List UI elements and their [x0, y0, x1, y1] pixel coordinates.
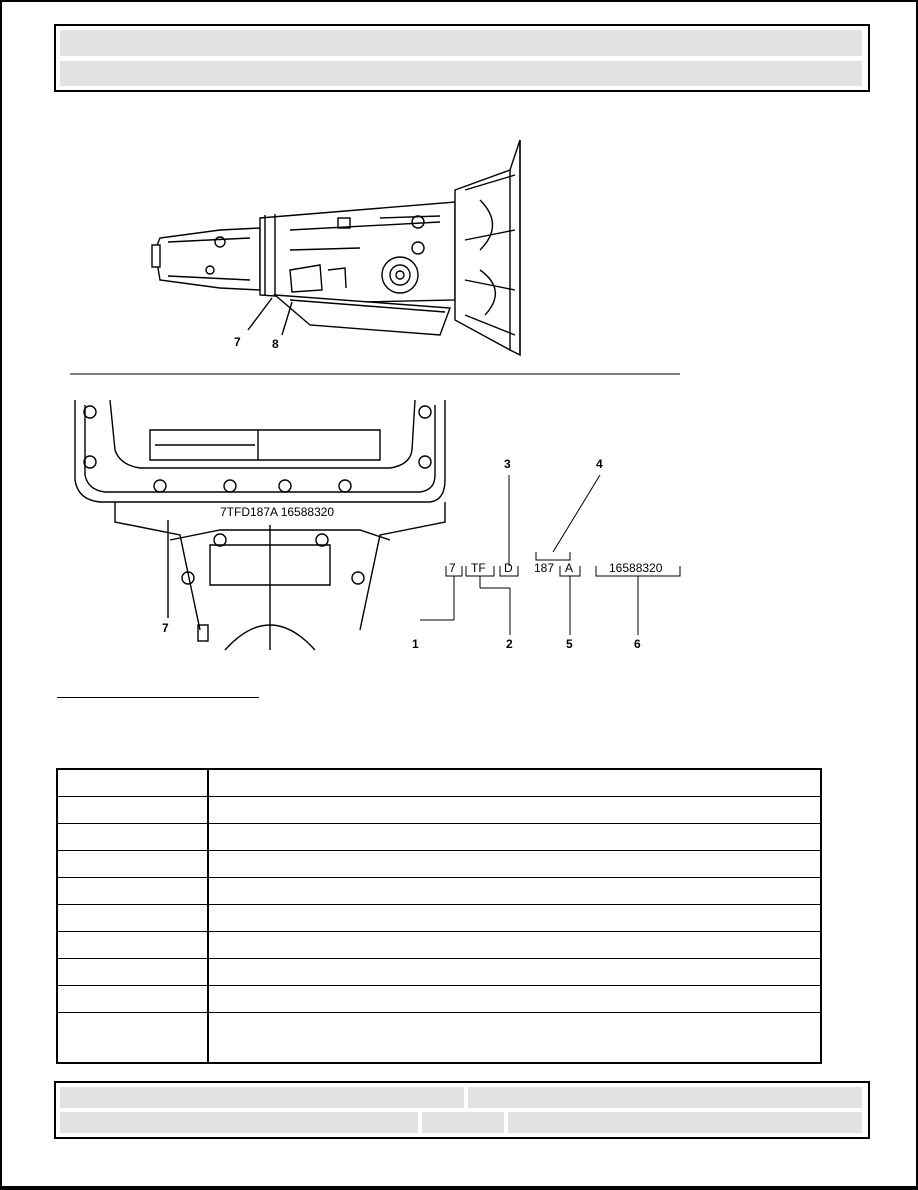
- legend-callout: [58, 824, 209, 850]
- code-part-number: 16588320: [609, 561, 663, 575]
- callout-4: 4: [596, 457, 603, 471]
- callout-3: 3: [504, 457, 511, 471]
- legend-callout: [58, 851, 209, 877]
- code-model: A: [565, 561, 573, 575]
- legend-row: [58, 1013, 820, 1062]
- legend-description: [209, 986, 820, 1012]
- footer-left-bottom: [60, 1112, 418, 1133]
- document-header: [54, 24, 870, 92]
- legend-description: [209, 770, 820, 796]
- legend-callout: [58, 905, 209, 931]
- header-subtitle-bar: [60, 61, 862, 86]
- legend-description: [209, 878, 820, 904]
- callout-6: 6: [634, 637, 641, 651]
- legend-row: [58, 959, 820, 986]
- legend-description: [209, 932, 820, 958]
- legend-callout: [58, 878, 209, 904]
- transmission-id-figure: 7 8 7TFD187A 1658: [60, 130, 700, 660]
- pan-closeup: [74, 399, 446, 651]
- legend-row: [58, 770, 820, 797]
- legend-callout: [58, 797, 209, 823]
- callout-8-top: 8: [272, 337, 279, 351]
- transmission-illustration: 7 8 7TFD187A 1658: [70, 139, 681, 651]
- legend-callout: [58, 770, 209, 796]
- header-title-bar: [60, 30, 862, 56]
- legend-callout: [58, 932, 209, 958]
- callout-7-bottom: 7: [162, 621, 169, 635]
- code-shift: D: [504, 561, 513, 575]
- code-breakdown-brackets: [420, 474, 681, 635]
- callout-7-top: 7: [234, 335, 241, 349]
- legend-description: [209, 797, 820, 823]
- callout-1: 1: [412, 637, 419, 651]
- legend-row: [58, 878, 820, 905]
- callout-legend-table: [56, 768, 822, 1064]
- transmission-side-view: [151, 139, 521, 357]
- legend-row: [58, 824, 820, 851]
- code-model-year: 7: [449, 561, 456, 575]
- legend-description: [209, 905, 820, 931]
- legend-row: [58, 932, 820, 959]
- legend-callout: [58, 1013, 209, 1062]
- footer-right-bottom: [508, 1112, 862, 1133]
- legend-description: [209, 851, 820, 877]
- legend-row: [58, 851, 820, 878]
- legend-row: [58, 986, 820, 1013]
- code-plant: TF: [471, 561, 486, 575]
- legend-description: [209, 1013, 820, 1062]
- pan-id-stamp: 7TFD187A 16588320: [220, 505, 334, 519]
- legend-callout: [58, 986, 209, 1012]
- callout-5: 5: [566, 637, 573, 651]
- footer-left-top: [60, 1087, 464, 1108]
- footer-mid-bottom: [422, 1112, 504, 1133]
- legend-row: [58, 797, 820, 824]
- legend-callout: [58, 959, 209, 985]
- callout-2: 2: [506, 637, 513, 651]
- legend-description: [209, 959, 820, 985]
- footer-right-top: [468, 1087, 862, 1108]
- legend-heading: [57, 683, 259, 698]
- legend-row: [58, 905, 820, 932]
- code-julian-date: 187: [534, 561, 554, 575]
- legend-description: [209, 824, 820, 850]
- document-footer: [54, 1081, 870, 1139]
